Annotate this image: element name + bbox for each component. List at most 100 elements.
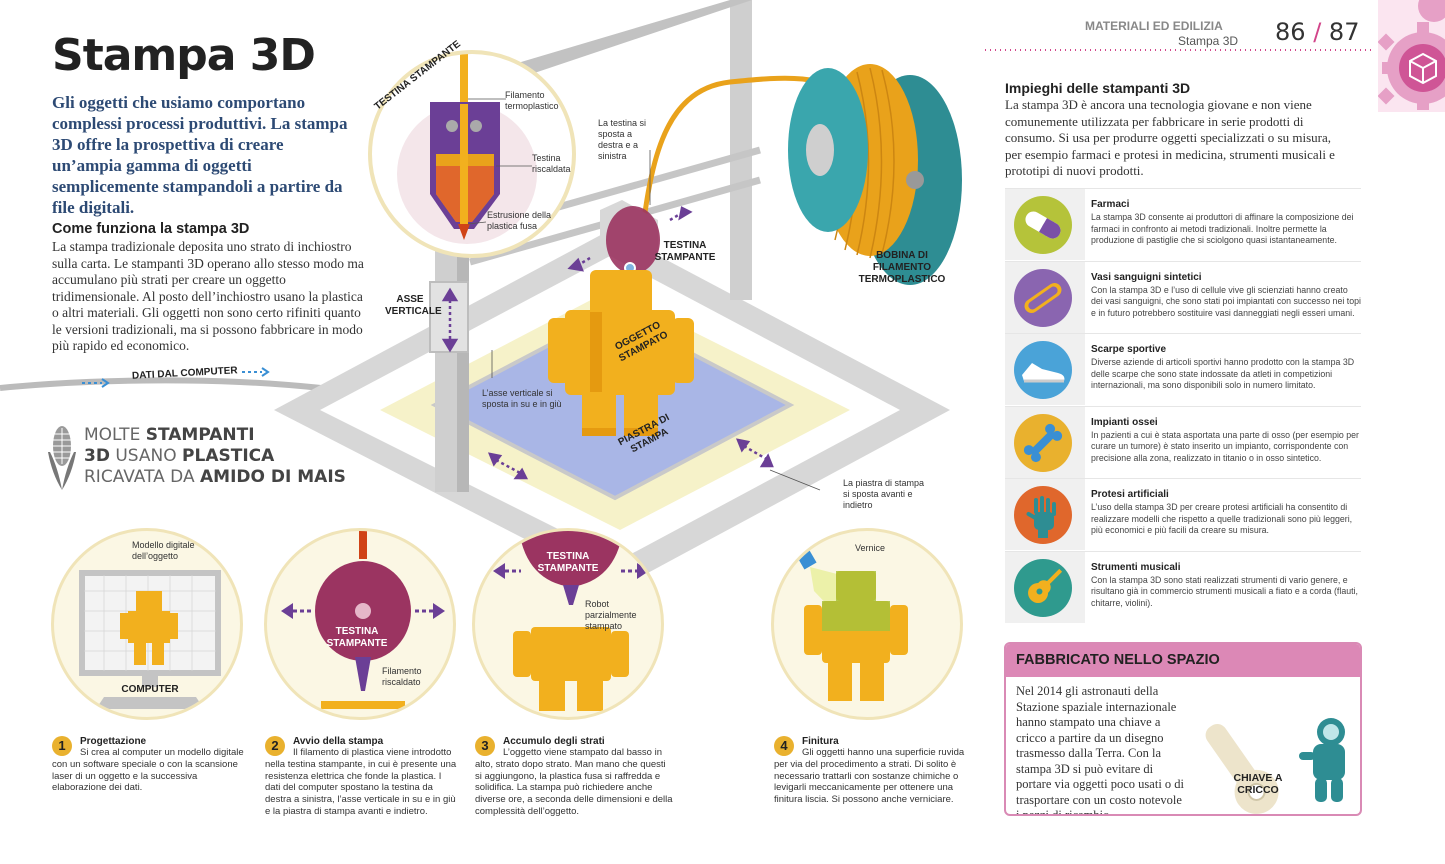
section-subtitle: Stampa 3D xyxy=(1178,34,1239,48)
corn-line1-b: STAMPANTI xyxy=(145,425,255,445)
use-title: Farmaci xyxy=(1091,199,1130,210)
step3-circle xyxy=(472,528,664,720)
pill-drawing xyxy=(1025,211,1061,239)
step4-number: 4 xyxy=(774,736,794,756)
step1-label-a: Modello digitale dell’oggetto xyxy=(132,540,195,561)
use-row-drugs: Farmaci La stampa 3D consente ai produtt… xyxy=(1005,188,1361,261)
use-title: Impianti ossei xyxy=(1091,416,1158,428)
step2-label-b: Filamento riscaldato xyxy=(382,666,422,687)
space-box-header: FABBRICATO NELLO SPAZIO xyxy=(1006,644,1360,677)
corn-line3-a: RICAVATA DA xyxy=(84,467,201,487)
step2-title: Avvio della stampa xyxy=(293,736,384,747)
space-box-title: FABBRICATO NELLO SPAZIO xyxy=(1016,652,1220,668)
step2-body: Il filamento di plastica viene introdott… xyxy=(265,747,457,817)
page-title: Stampa 3D xyxy=(52,30,316,81)
pill-icon xyxy=(1014,196,1072,254)
wrench-astronaut-drawing xyxy=(1205,718,1345,814)
axis-moves-label: L’asse verticale si sposta in su e in gi… xyxy=(482,388,562,409)
use-row-instruments: Strumenti musicali Con la stampa 3D sono… xyxy=(1005,550,1361,624)
use-text: Impianti ossei In pazienti a cui è stata… xyxy=(1091,417,1361,465)
vertical-axis-label: ASSE VERTICALE xyxy=(385,294,442,317)
how-body: La stampa tradizionale deposita uno stra… xyxy=(52,239,364,353)
page-separator: / xyxy=(1313,18,1322,46)
use-row-prosthetics: Protesi artificiali L’uso della stampa 3… xyxy=(1005,478,1361,551)
step3-number: 3 xyxy=(475,736,495,756)
use-title: Protesi artificiali xyxy=(1091,489,1169,500)
use-title: Scarpe sportive xyxy=(1091,344,1167,355)
gear-icon xyxy=(1378,0,1445,112)
page-numbers: 86 / 87 xyxy=(1275,18,1359,46)
sneaker-icon xyxy=(1014,341,1072,399)
section-title: MATERIALI ED EDILIZIA xyxy=(1085,19,1223,33)
use-text: Scarpe sportive Diverse aziende di artic… xyxy=(1091,344,1361,392)
corn-icon xyxy=(48,426,76,490)
step3-title: Accumulo degli strati xyxy=(503,736,605,747)
use-row-vessels: Vasi sanguigni sintetici Con la stampa 3… xyxy=(1005,260,1361,334)
step2-label-a: TESTINA STAMPANTE xyxy=(326,626,388,649)
uses-table: Farmaci La stampa 3D consente ai produtt… xyxy=(1005,188,1361,623)
sneaker-drawing xyxy=(1022,363,1065,383)
printhead-detail-circle xyxy=(368,50,576,258)
plate-moves-label: La piastra di stampa si sposta avanti e … xyxy=(843,478,925,510)
spool-label: BOBINA DI FILAMENTO TERMOPLASTICO xyxy=(858,250,946,285)
guitar-icon xyxy=(1014,558,1072,617)
computer-icon xyxy=(79,570,221,709)
vessel-drawing xyxy=(1024,282,1062,313)
step4-title: Finitura xyxy=(802,736,839,747)
hand-icon xyxy=(1014,486,1072,544)
bone-icon xyxy=(1014,413,1072,472)
step1-label-b: COMPUTER xyxy=(121,684,179,695)
corn-line2-c: PLASTICA xyxy=(182,446,275,466)
page-right: 87 xyxy=(1328,18,1360,46)
use-desc: Con la stampa 3D e l’uso di cellule vive… xyxy=(1091,284,1361,318)
use-text: Vasi sanguigni sintetici Con la stampa 3… xyxy=(1091,272,1361,320)
use-icon-cell xyxy=(1005,334,1085,405)
printhead-detail-drawing xyxy=(397,54,537,244)
corn-line2-b: USANO xyxy=(109,446,183,466)
corn-fact: MOLTE STAMPANTI 3D USANO PLASTICA RICAVA… xyxy=(84,425,346,488)
use-icon-cell xyxy=(1005,479,1085,550)
use-desc: Diverse aziende di articoli sportivi han… xyxy=(1091,357,1355,391)
use-title: Strumenti musicali xyxy=(1091,561,1181,573)
filament-label: Filamento termoplastico xyxy=(505,90,559,111)
use-row-bone: Impianti ossei In pazienti a cui è stata… xyxy=(1005,405,1361,479)
printhead-label: TESTINA STAMPANTE xyxy=(654,240,716,263)
header-dotted-rule xyxy=(985,49,1375,51)
use-row-shoes: Scarpe sportive Diverse aziende di artic… xyxy=(1005,333,1361,406)
page-left: 86 xyxy=(1275,18,1306,46)
use-desc: In pazienti a cui è stata asportata una … xyxy=(1091,429,1359,463)
hand-drawing xyxy=(1026,496,1056,538)
bone-drawing xyxy=(1023,423,1063,462)
wrench-label: CHIAVE A CRICCO xyxy=(1233,772,1283,796)
head-moves-label: La testina si sposta a destra e a sinist… xyxy=(598,118,647,161)
use-icon-cell xyxy=(1005,406,1085,478)
printhead-step-drawing xyxy=(281,531,445,709)
layering-drawing xyxy=(493,531,649,711)
use-desc: La stampa 3D consente ai produttori di a… xyxy=(1091,212,1354,246)
step4-circle xyxy=(771,528,963,720)
step4-label-a: Vernice xyxy=(855,543,886,553)
step3-body: L’oggetto viene stampato dal basso in al… xyxy=(475,747,673,817)
uses-intro: La stampa 3D è ancora una tecnologia gio… xyxy=(1005,97,1335,178)
use-icon-cell xyxy=(1005,261,1085,333)
step3-label-b: Robot parzialmente stampato xyxy=(585,599,637,631)
intro-paragraph: Gli oggetti che usiamo comportano comple… xyxy=(52,93,348,217)
corn-line2-a: 3D xyxy=(84,446,110,466)
printer-illustration xyxy=(274,0,962,580)
space-box-body: Nel 2014 gli astronauti della Stazione s… xyxy=(1016,684,1185,816)
use-text: Strumenti musicali Con la stampa 3D sono… xyxy=(1091,562,1361,610)
use-icon-cell xyxy=(1005,189,1085,260)
corn-line3-b: AMIDO DI MAIS xyxy=(200,467,346,487)
guitar-drawing xyxy=(1028,568,1063,603)
step1-title: Progettazione xyxy=(80,736,147,747)
step2-circle xyxy=(264,528,456,720)
space-box: FABBRICATO NELLO SPAZIO Nel 2014 gli ast… xyxy=(1004,642,1362,816)
step4-body: Gli oggetti hanno una superficie ruvida … xyxy=(774,747,965,806)
step2-number: 2 xyxy=(265,736,285,756)
data-cable xyxy=(0,367,340,393)
use-desc: L’uso della stampa 3D per creare protesi… xyxy=(1091,502,1353,536)
step3-label-a: TESTINA STAMPANTE xyxy=(537,551,599,574)
use-icon-cell xyxy=(1005,551,1085,623)
heated-head-label: Testina riscaldata xyxy=(532,153,571,174)
painting-drawing xyxy=(797,550,908,701)
